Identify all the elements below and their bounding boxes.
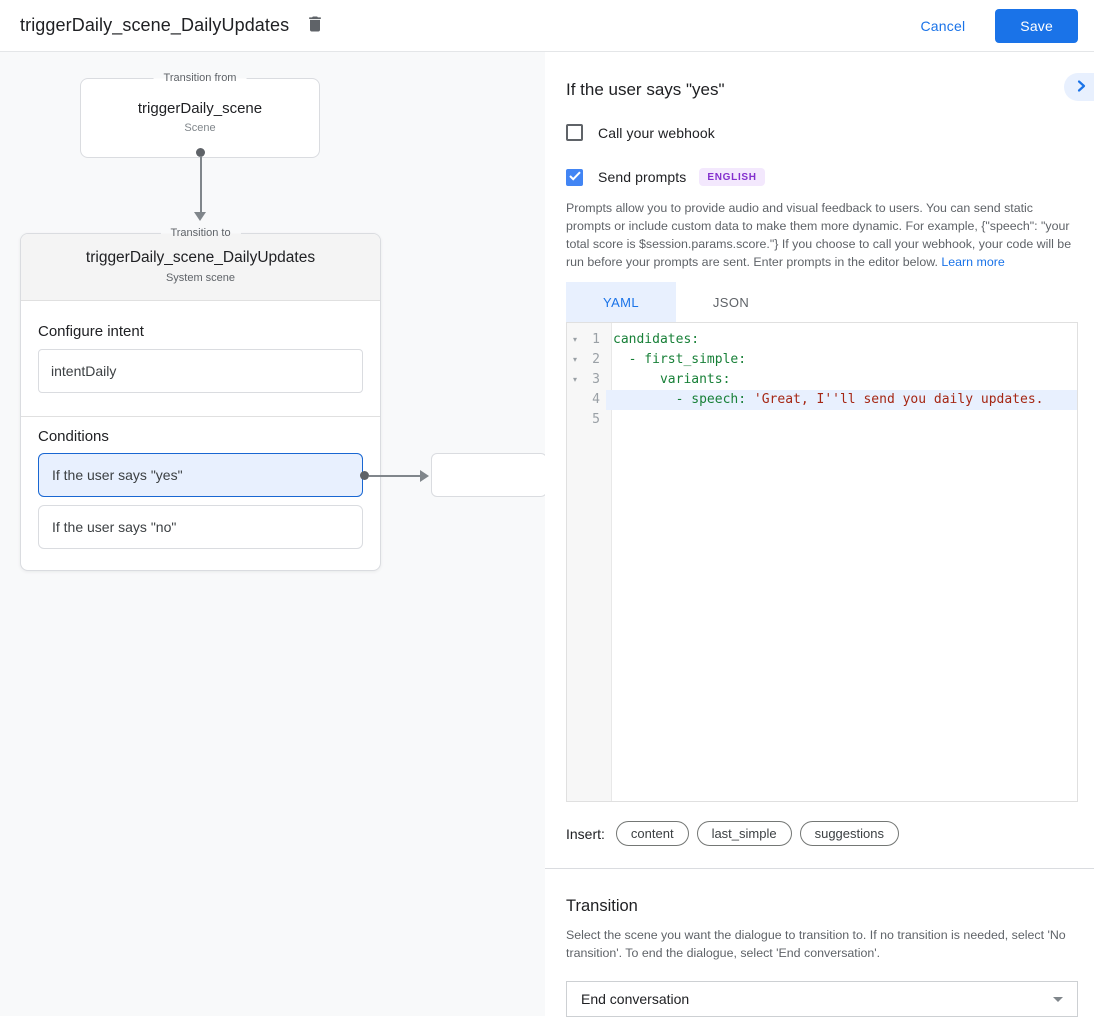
from-node-subtitle: Scene bbox=[184, 122, 216, 134]
connector-dot bbox=[196, 148, 205, 157]
code-line[interactable]: ▾ 3 variants: bbox=[567, 370, 1077, 390]
line-number: 1 bbox=[592, 332, 600, 347]
line-number: 4 bbox=[592, 392, 600, 407]
insert-row: Insert: content last_simple suggestions bbox=[566, 821, 1078, 846]
transition-to-card[interactable]: Transition to triggerDaily_scene_DailyUp… bbox=[20, 226, 381, 571]
insert-chip-last_simple[interactable]: last_simple bbox=[696, 821, 792, 846]
line-number: 5 bbox=[592, 412, 600, 427]
language-badge: ENGLISH bbox=[699, 168, 765, 186]
transition-description: Select the scene you want the dialogue t… bbox=[566, 928, 1066, 960]
scene-card-subtitle: System scene bbox=[165, 272, 236, 284]
code-line[interactable]: 5 bbox=[567, 410, 1077, 430]
code-text: variants: bbox=[606, 370, 1077, 390]
insert-chips: content last_simple suggestions bbox=[615, 821, 899, 846]
code-text bbox=[606, 410, 1077, 430]
learn-more-link[interactable]: Learn more bbox=[941, 255, 1005, 269]
transition-select[interactable]: End conversation bbox=[566, 981, 1078, 1017]
transition-to-legend: Transition to bbox=[160, 226, 241, 241]
code-token: candidates: bbox=[613, 332, 700, 347]
transition-section-title: Transition bbox=[566, 897, 638, 915]
intent-item[interactable]: intentDaily bbox=[38, 349, 363, 393]
scene-graph-canvas[interactable]: Transition from triggerDaily_scene Scene… bbox=[0, 52, 545, 1016]
line-number: 2 bbox=[592, 352, 600, 367]
prompts-description: Prompts allow you to provide audio and v… bbox=[566, 199, 1078, 271]
prompts-description-text: Prompts allow you to provide audio and v… bbox=[566, 201, 1072, 269]
cancel-button[interactable]: Cancel bbox=[920, 17, 966, 34]
condition-editor-panel: If the user says "yes" Call your webhook… bbox=[545, 52, 1094, 1017]
insert-label: Insert: bbox=[566, 825, 605, 842]
fold-arrow-icon[interactable]: ▾ bbox=[572, 375, 577, 384]
scene-card-title: triggerDaily_scene_DailyUpdates bbox=[85, 249, 316, 266]
card-divider bbox=[21, 416, 380, 417]
condition-item[interactable]: If the user says "yes" bbox=[38, 453, 363, 497]
page-title: triggerDaily_scene_DailyUpdates bbox=[20, 15, 290, 35]
conditions-label: Conditions bbox=[38, 428, 109, 445]
delete-scene-button[interactable] bbox=[305, 14, 325, 37]
chevron-right-icon bbox=[1074, 79, 1088, 96]
condition-item[interactable]: If the user says "no" bbox=[38, 505, 363, 549]
code-line[interactable]: 4 - speech: 'Great, I''ll send you daily… bbox=[567, 390, 1077, 410]
fold-gutter-cell bbox=[567, 410, 583, 430]
fold-arrow-icon[interactable]: ▾ bbox=[572, 355, 577, 364]
call-webhook-label: Call your webhook bbox=[598, 124, 715, 141]
code-text: candidates: bbox=[606, 330, 1077, 350]
transition-select-value: End conversation bbox=[581, 991, 690, 1007]
condition-connector-line bbox=[369, 475, 420, 477]
save-button[interactable]: Save bbox=[995, 8, 1078, 43]
code-token: - first_simple: bbox=[613, 352, 747, 367]
insert-chip-suggestions[interactable]: suggestions bbox=[799, 821, 899, 846]
send-prompts-label: Send prompts bbox=[598, 169, 687, 185]
scene-card-header: triggerDaily_scene_DailyUpdates System s… bbox=[21, 234, 380, 301]
conditions-list: If the user says "yes" If the user says "… bbox=[38, 453, 363, 549]
code-text: - speech: 'Great, I''ll send you daily u… bbox=[606, 390, 1077, 410]
caret-down-icon bbox=[1053, 996, 1063, 1002]
connector-line bbox=[200, 156, 202, 213]
insert-chip-content[interactable]: content bbox=[615, 821, 689, 846]
code-text: - first_simple: bbox=[606, 350, 1077, 370]
fold-gutter-cell bbox=[567, 390, 583, 410]
from-node-title: triggerDaily_scene bbox=[137, 100, 263, 117]
code-line[interactable]: ▾ 2 - first_simple: bbox=[567, 350, 1077, 370]
tab-json[interactable]: JSON bbox=[676, 282, 786, 322]
code-token: 'Great, I''ll send you daily updates. bbox=[753, 392, 1044, 407]
code-token: - speech: bbox=[613, 392, 754, 407]
condition-connector-dot bbox=[360, 471, 369, 480]
code-line[interactable]: ▾ 1 candidates: bbox=[567, 330, 1077, 350]
checkmark-icon bbox=[568, 168, 581, 186]
editor-gutter bbox=[567, 323, 612, 801]
connector-arrowhead-icon bbox=[194, 212, 206, 221]
yaml-code-editor[interactable]: ▾ 1 candidates: ▾ 2 - first_simple: ▾ 3 varian… bbox=[566, 322, 1078, 802]
fold-arrow-icon[interactable]: ▾ bbox=[572, 335, 577, 344]
transition-from-legend: Transition from bbox=[153, 71, 247, 86]
trash-icon bbox=[305, 14, 325, 37]
configure-intent-label: Configure intent bbox=[38, 323, 144, 340]
code-token: variants: bbox=[613, 372, 731, 387]
condition-target-node[interactable] bbox=[431, 453, 545, 497]
send-prompts-checkbox[interactable] bbox=[566, 168, 583, 186]
tab-yaml[interactable]: YAML bbox=[566, 282, 676, 322]
section-divider bbox=[545, 868, 1094, 869]
panel-title: If the user says "yes" bbox=[566, 80, 725, 99]
transition-from-node[interactable]: Transition from triggerDaily_scene Scene bbox=[80, 71, 320, 158]
collapse-panel-button[interactable] bbox=[1064, 73, 1094, 101]
condition-arrowhead-icon bbox=[420, 470, 429, 482]
line-number: 3 bbox=[592, 372, 600, 387]
call-webhook-checkbox[interactable] bbox=[566, 124, 583, 141]
top-bar: triggerDaily_scene_DailyUpdates Cancel S… bbox=[0, 0, 1094, 52]
editor-lines: ▾ 1 candidates: ▾ 2 - first_simple: ▾ 3 varian… bbox=[567, 323, 1077, 430]
